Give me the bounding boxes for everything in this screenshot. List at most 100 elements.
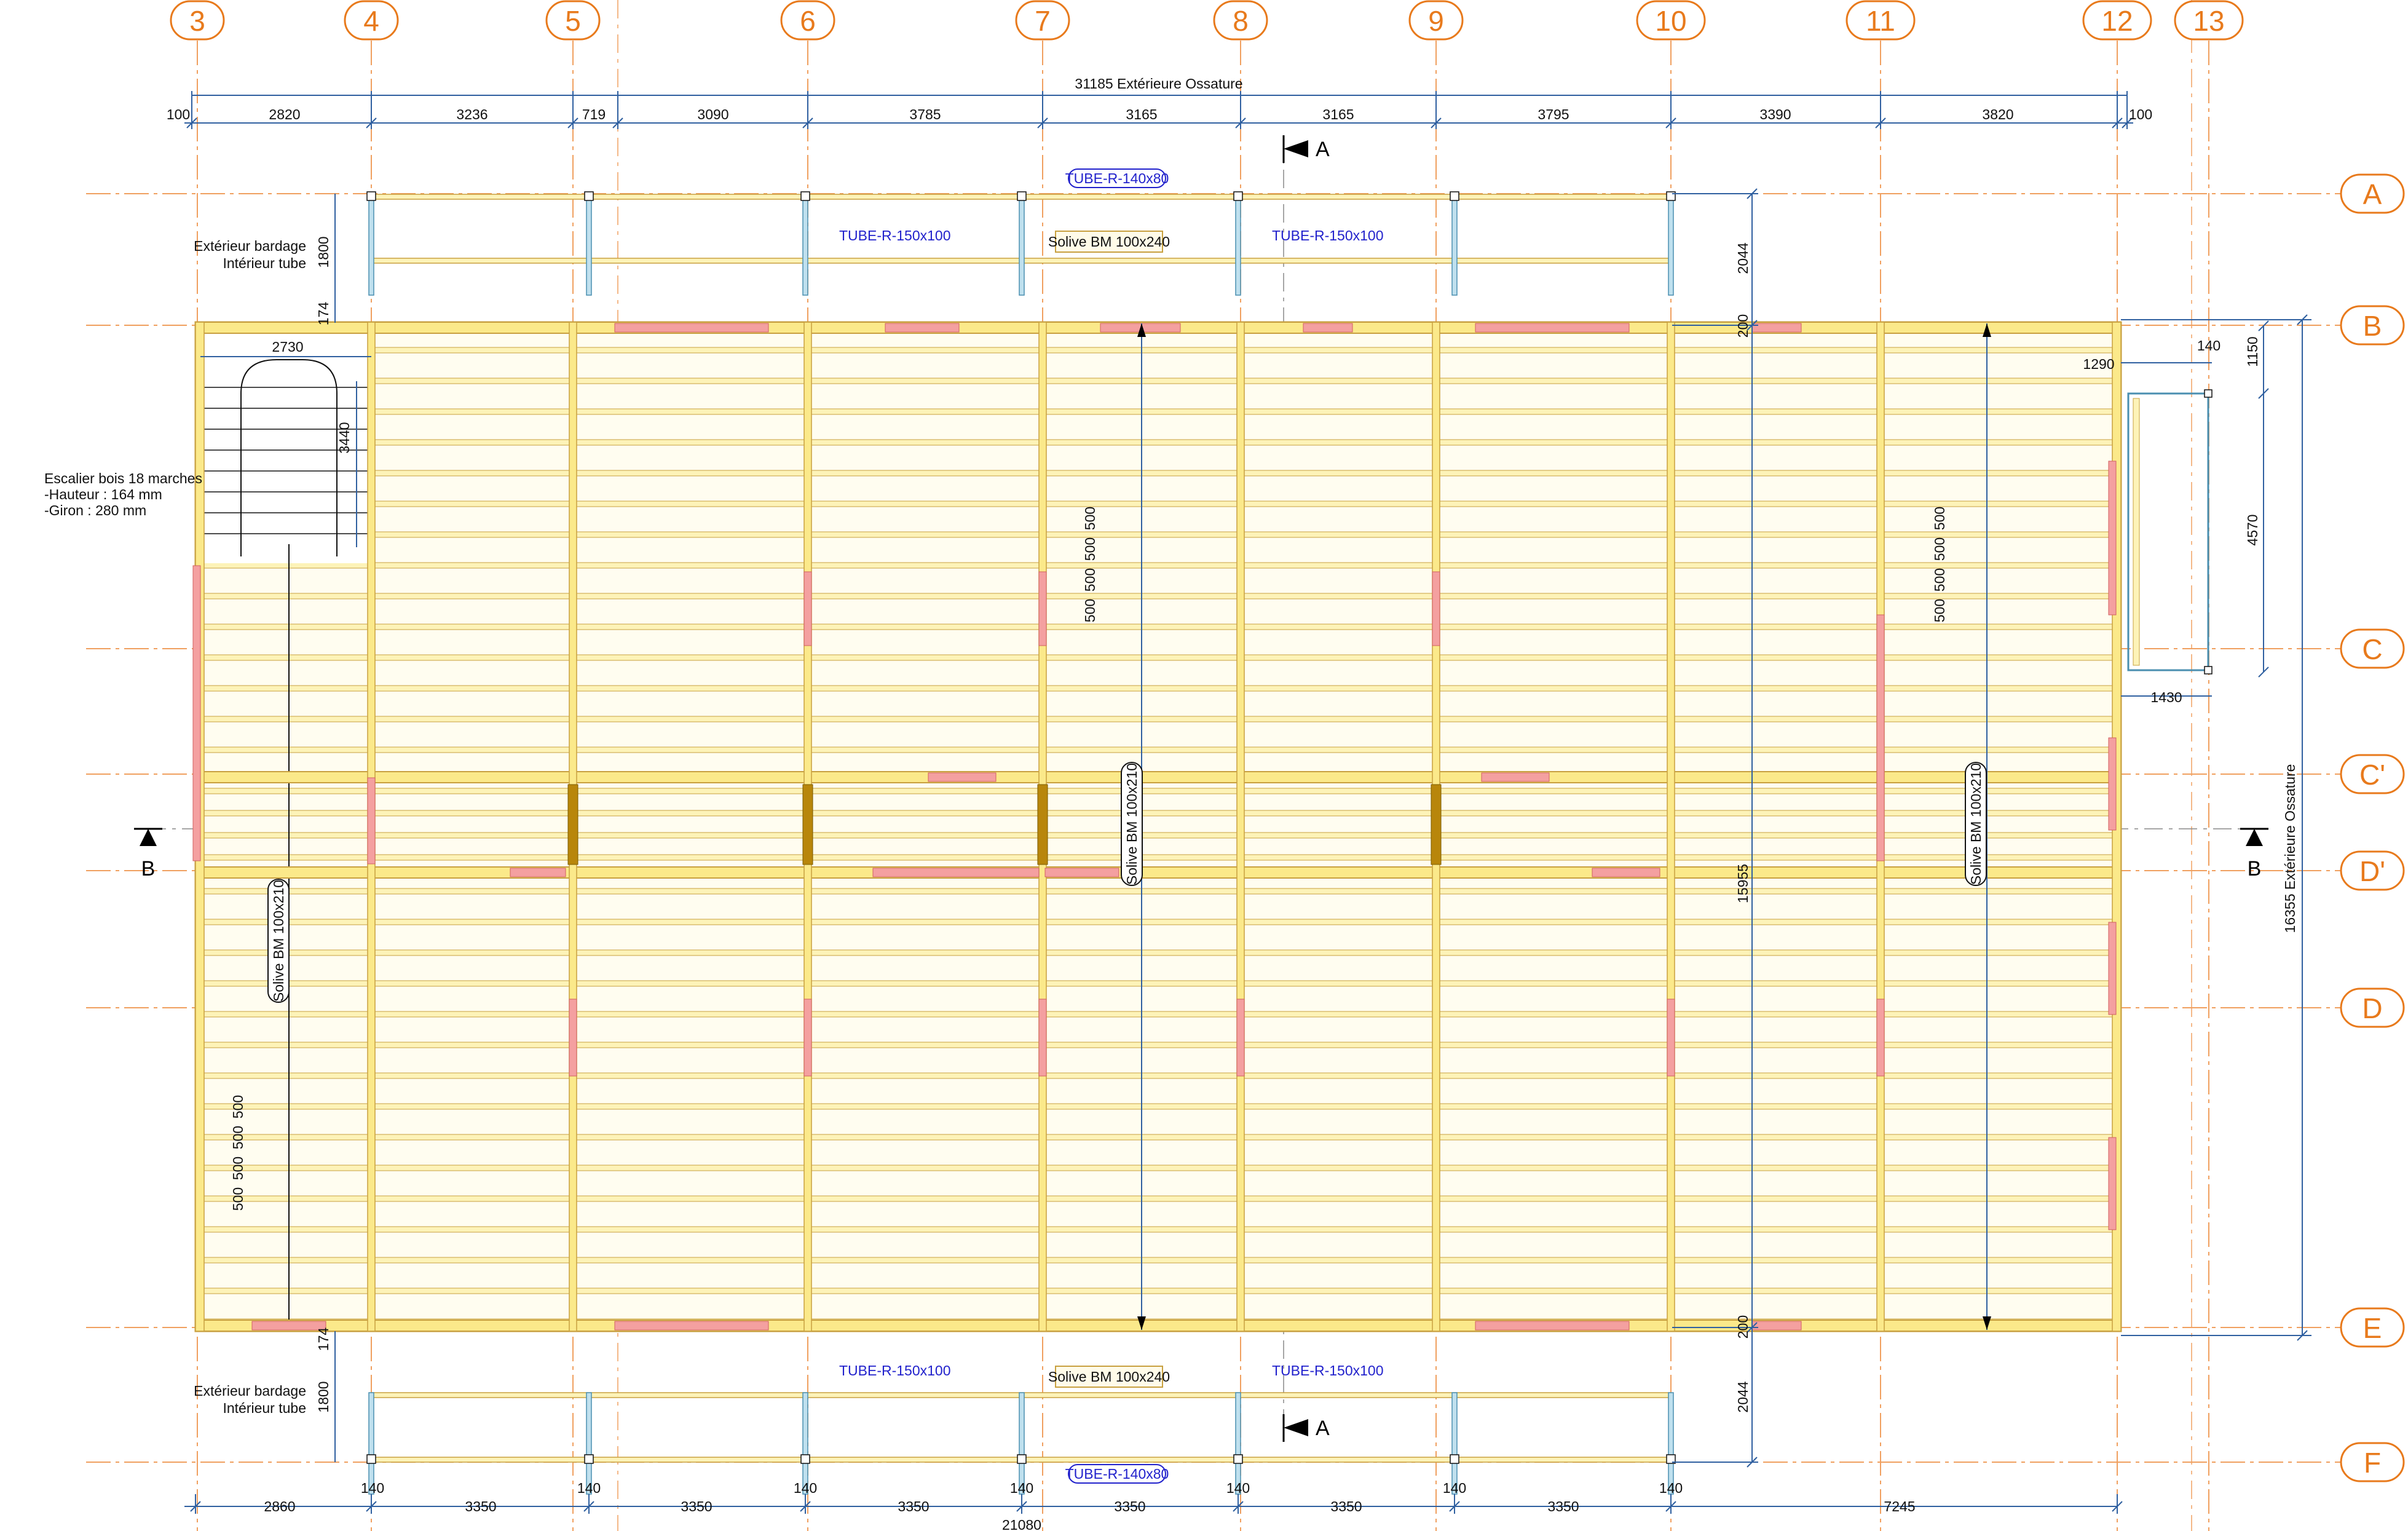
joist: [195, 408, 2122, 415]
section-marker-a-bottom: A: [1282, 1414, 1330, 1442]
blocking: [510, 868, 566, 877]
dim-segment: 3090: [697, 106, 728, 122]
svg-text:Solive BM 100x210: Solive BM 100x210: [270, 880, 286, 1002]
blocking: [367, 777, 376, 864]
stair-note: Escalier bois 18 marches: [44, 470, 202, 486]
post-dim: 140: [1226, 1480, 1250, 1496]
landing-post: [2204, 666, 2213, 675]
column-bubble-9: 9: [1408, 0, 1464, 41]
bottom-canopy-tube: [1668, 1392, 1674, 1495]
joist: [195, 1103, 2122, 1110]
dim-tick: [366, 117, 377, 129]
joist: [195, 746, 2122, 753]
joist: [195, 919, 2122, 925]
blocking: [1475, 323, 1630, 333]
joist: [195, 1165, 2122, 1171]
top-canopy-tube: [368, 194, 374, 296]
dim-segment: 3785: [909, 106, 941, 122]
notes: Extérieur bardage Intérieur tube Extérie…: [44, 238, 306, 1416]
joist: [195, 1011, 2122, 1018]
blocking: [1481, 772, 1550, 782]
inner-length-dim: 15955: [1735, 864, 1751, 903]
joist: [195, 654, 2122, 661]
tube-150-label: TUBE-R-150x100: [1272, 227, 1384, 243]
blocking: [928, 772, 997, 782]
bottom-canopy-tube: [1019, 1392, 1025, 1495]
post-dim: 140: [794, 1480, 817, 1496]
dim-tick: [1665, 117, 1676, 129]
bottom-canopy-tube: [368, 1392, 374, 1495]
top-dimension-text: 31185 Extérieure Ossature 100 100 2820 3…: [167, 76, 2152, 122]
landing-width-dim: 1430: [2150, 689, 2182, 705]
solive-210-label: Solive BM 100x210: [1121, 762, 1143, 886]
joist: [195, 888, 2122, 895]
spacing-dim: 500: [1082, 507, 1098, 530]
column-label: 8: [1233, 5, 1249, 37]
column-label: 4: [363, 5, 379, 37]
svg-text:B: B: [141, 857, 156, 880]
row-label: C: [2362, 633, 2382, 665]
stair-outline: [240, 359, 338, 556]
blocking: [885, 323, 960, 333]
row-bubble-B: B: [2340, 305, 2405, 346]
spacing-dim: 500: [1932, 599, 1948, 622]
blocking: [192, 565, 201, 861]
bottom-canopy-tube: [1235, 1392, 1241, 1495]
joist: [195, 832, 2122, 839]
canopy-depth-dim: 2044: [1735, 242, 1751, 274]
joist: [195, 593, 2122, 599]
dim-segment: 3165: [1126, 106, 1157, 122]
column-bubble-12: 12: [2082, 0, 2152, 41]
joist: [195, 788, 2122, 794]
blocking: [1667, 999, 1675, 1077]
blocking: [1475, 1321, 1630, 1331]
dim-segment: 3350: [898, 1498, 929, 1514]
span-arrow-head: [1137, 1316, 1146, 1330]
dim-tick: [2258, 388, 2269, 399]
column-label: 9: [1428, 5, 1444, 37]
stair-note: -Giron : 280 mm: [44, 502, 146, 518]
blocking: [1038, 999, 1047, 1077]
dim-tick: [567, 117, 578, 129]
row-label: C': [2359, 759, 2385, 791]
joist: [195, 562, 2122, 569]
top-canopy-post: [366, 191, 376, 201]
row-bubble-A: A: [2340, 173, 2405, 214]
spacing-dim: 500: [1082, 599, 1098, 622]
post-block: [567, 784, 578, 865]
joist: [195, 716, 2122, 722]
span-arrow-head: [1137, 323, 1146, 337]
post-dim: 140: [1443, 1480, 1466, 1496]
stair-note: -Hauteur : 164 mm: [44, 486, 162, 502]
svg-text:A: A: [1316, 1417, 1330, 1440]
overall-length-dim: 31185 Extérieure Ossature: [1075, 76, 1242, 92]
main-beam: [195, 866, 2122, 879]
landing-post: [2204, 389, 2213, 398]
tube-150-label: TUBE-R-150x100: [839, 1363, 951, 1379]
dim-tick: [190, 1501, 201, 1512]
top-canopy-post: [584, 191, 594, 201]
span-arrow-head: [1983, 1316, 1991, 1330]
blocking: [2108, 737, 2117, 831]
blocking: [1432, 571, 1440, 646]
dim-tick: [1747, 320, 1758, 331]
dim-segment: 719: [582, 106, 606, 122]
blocking: [1038, 571, 1047, 646]
joist: [195, 1226, 2122, 1233]
top-canopy-post: [1233, 191, 1243, 201]
post-block: [802, 784, 813, 865]
section-markers: A A B B: [134, 135, 2268, 1442]
landing-dim: 4570: [2244, 514, 2260, 545]
post-dim: 140: [577, 1480, 601, 1496]
column-label: 13: [2193, 5, 2224, 37]
joist: [195, 1072, 2122, 1079]
dim-segment: 3350: [1330, 1498, 1362, 1514]
bottom-canopy-tube: [802, 1392, 808, 1495]
vertical-beam: [1236, 322, 1245, 1332]
column-label: 11: [1866, 5, 1895, 37]
cladding-note: Intérieur tube: [223, 255, 306, 271]
overall-width-dim: 16355 Extérieure Ossature: [2282, 764, 2298, 933]
joist: [195, 347, 2122, 354]
edge-offset-dim: 174: [315, 1327, 331, 1351]
dim-tick: [2297, 314, 2308, 325]
